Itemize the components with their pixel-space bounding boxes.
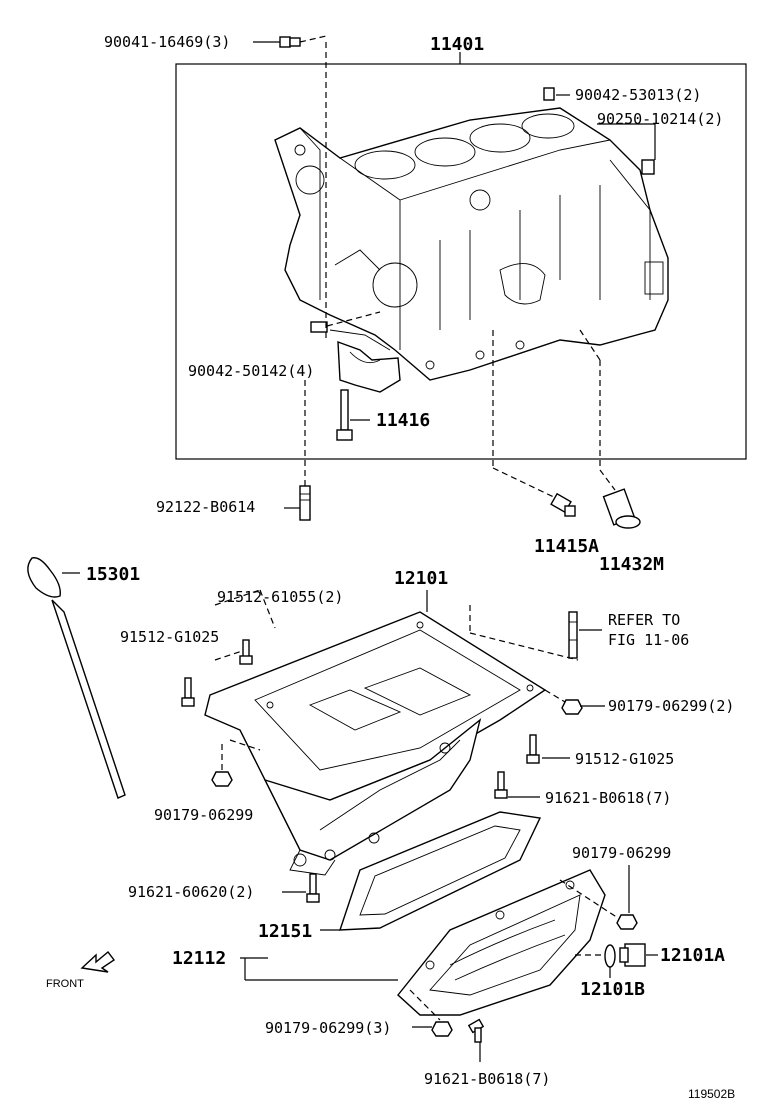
pin-90042-50142 <box>310 321 328 333</box>
label-90250-10214: 90250-10214(2) <box>597 110 723 128</box>
bolt-91621-B0618-upper <box>494 771 508 799</box>
label-11416: 11416 <box>376 410 430 431</box>
stud-92122-B0614 <box>299 485 311 521</box>
bolt-90041-16469 <box>279 36 301 48</box>
label-refer-fig: FIG 11-06 <box>608 631 689 649</box>
nut-90179-06299-2 <box>561 699 583 715</box>
label-11432M: 11432M <box>599 554 664 575</box>
nut-90179-06299-right <box>616 914 638 930</box>
lower-pan-12112 <box>397 869 606 1016</box>
oil-pan-12101 <box>204 611 547 876</box>
label-91512-61055: 91512-61055(2) <box>217 588 343 606</box>
figure-id: 119502B <box>688 1087 735 1101</box>
plug-11432M <box>602 488 641 529</box>
sensor-11415A <box>550 492 576 517</box>
bearing-cap-bolt <box>336 389 353 441</box>
label-refer-to: REFER TO <box>608 611 680 629</box>
bolt-91621-B0618-lower <box>467 1018 485 1043</box>
label-90179-06299-left: 90179-06299 <box>154 806 253 824</box>
label-12151: 12151 <box>258 921 312 942</box>
label-11401: 11401 <box>430 34 484 55</box>
gasket-12151 <box>339 811 542 931</box>
pin-90042-53013 <box>543 87 555 101</box>
bolt-91512-61055 <box>239 639 253 665</box>
bolt-91621-60620 <box>306 873 320 903</box>
label-12101B: 12101B <box>580 979 645 1000</box>
label-12101A: 12101A <box>660 945 725 966</box>
bolt-91512-G1025-right <box>526 734 540 764</box>
label-91621-B0618-lower: 91621-B0618(7) <box>424 1070 550 1088</box>
front-arrow-icon <box>80 950 116 973</box>
label-90179-06299-2: 90179-06299(2) <box>608 697 734 715</box>
label-91512-G1025-right: 91512-G1025 <box>575 750 674 768</box>
label-91512-G1025-left: 91512-G1025 <box>120 628 219 646</box>
label-12112: 12112 <box>172 948 226 969</box>
stud-refer-11-06 <box>568 611 578 659</box>
cylinder-block-illustration <box>274 107 669 381</box>
label-90179-06299-3: 90179-06299(3) <box>265 1019 391 1037</box>
label-91621-60620: 91621-60620(2) <box>128 883 254 901</box>
label-90179-06299-right: 90179-06299 <box>572 844 671 862</box>
bearing-cap-illustration <box>337 340 401 393</box>
label-90042-50142: 90042-50142(4) <box>188 362 314 380</box>
label-11415A: 11415A <box>534 536 599 557</box>
nut-90179-06299-left <box>211 771 233 787</box>
label-90041-16469: 90041-16469(3) <box>104 33 230 51</box>
block-group-frame <box>175 63 747 460</box>
label-92122-B0614: 92122-B0614 <box>156 498 255 516</box>
drain-plug-12101A <box>619 943 646 967</box>
label-91621-B0618-upper: 91621-B0618(7) <box>545 789 671 807</box>
dipstick-15301 <box>27 557 126 799</box>
label-90042-53013: 90042-53013(2) <box>575 86 701 104</box>
pin-90250-10214 <box>641 159 655 175</box>
label-front: FRONT <box>46 978 84 990</box>
label-15301: 15301 <box>86 564 140 585</box>
nut-90179-06299-3 <box>431 1021 453 1037</box>
label-12101: 12101 <box>394 568 448 589</box>
bolt-91512-G1025-left <box>181 677 195 707</box>
washer-12101B <box>604 944 616 968</box>
